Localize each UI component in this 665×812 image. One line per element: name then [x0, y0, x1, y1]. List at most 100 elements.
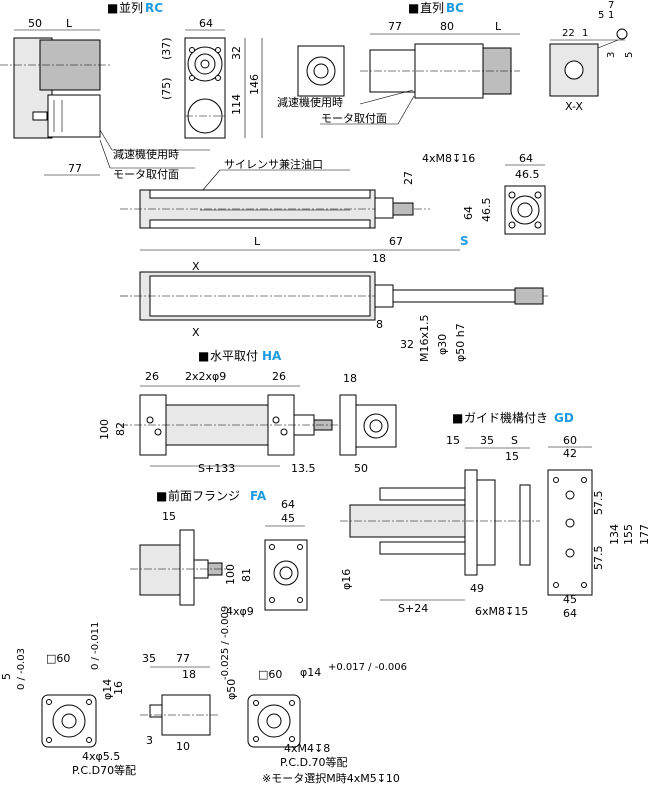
gd-dim-16: φ16: [340, 569, 353, 590]
gd-rod-upper: [379, 487, 466, 501]
gd-dim-57-5b: 57.5: [592, 546, 605, 571]
gd-front-view: [547, 469, 593, 596]
m3-dim-pcd: P.C.D.70等配: [280, 755, 348, 769]
ha-dim-holes: 2x2xφ9: [185, 370, 226, 383]
gd-dim-45: 45: [563, 593, 577, 606]
m2-dim-77: 77: [176, 652, 190, 665]
rc-dim-50: 50: [28, 17, 42, 30]
m3-dim-14: φ14: [300, 666, 321, 679]
m3-dim-tap: 4xM4↧8: [284, 742, 330, 755]
m2-dim-50: φ50: [225, 679, 238, 700]
xx-section: 7 5 1 22 1 3 5 X-X: [549, 0, 635, 113]
ha-dim-26a: 26: [145, 370, 159, 383]
fa-dim-holes: 4xφ9: [226, 605, 254, 618]
rc-dim-L: L: [66, 17, 73, 30]
gd-dim-35: 35: [480, 434, 494, 447]
fa-code: FA: [250, 489, 267, 503]
xx-dim-7: 7: [608, 0, 614, 11]
rc-dim-37: (37): [160, 37, 173, 60]
ha-dim-100: 100: [98, 419, 111, 440]
bc-note-motor-face: モータ取付面: [321, 112, 387, 125]
rc-note-reducer: 減速機使用時: [113, 147, 179, 161]
m1-dim-holes: 4xφ5.5: [82, 750, 120, 763]
main-dim-46-5a: 46.5: [515, 168, 540, 181]
fa-flange: [179, 529, 195, 606]
main-dim-64: 64: [519, 152, 533, 165]
rc-title: 並列: [119, 1, 143, 15]
gd-dim-15b: 15: [505, 450, 519, 463]
m2-dim-18: 18: [182, 668, 196, 681]
ha-code: HA: [262, 349, 282, 363]
gd-dim-177: 177: [638, 524, 651, 545]
main-cylinder-section: サイレンサ兼注油口 27 4xM8↧16 64 46.5 64 46.5 L 6…: [120, 152, 550, 362]
bc-dim-77: 77: [388, 20, 402, 33]
m3-dim-sq: □60: [258, 668, 282, 681]
m2-dim-tol2: -0.025 / -0.009: [220, 606, 231, 680]
gd-title: ガイド機構付き: [464, 410, 548, 425]
rc-dim-75: (75): [160, 77, 173, 100]
m1-dim-sq: □60: [46, 652, 70, 665]
rc-note-motor-face: モータ取付面: [113, 168, 179, 181]
bc-note-reducer: 減速機使用時: [277, 95, 343, 109]
rc-dim-114: 114: [230, 94, 243, 115]
gd-dim-60: 60: [563, 434, 577, 447]
bc-dim-L: L: [495, 20, 502, 33]
gd-dim-134: 134: [608, 524, 621, 545]
gd-dim-15a: 15: [446, 434, 460, 447]
rc-code: RC: [145, 1, 163, 15]
ha-dim-18: 18: [343, 372, 357, 385]
main-dim-L: L: [254, 235, 261, 248]
xx-dim-22: 22: [562, 28, 575, 39]
main-dim-m16: M16x1.5: [418, 315, 431, 363]
m2-dim-14: φ14: [101, 679, 114, 700]
xx-title: X-X: [565, 100, 583, 113]
m3-dim-tol: +0.017 / -0.006: [328, 662, 407, 673]
main-dim-tap: 4xM8↧16: [422, 152, 475, 165]
gd-code: GD: [554, 411, 574, 425]
ha-dim-26b: 26: [272, 370, 286, 383]
rc-dim-146: 146: [248, 74, 261, 95]
bc-dim-80: 80: [440, 20, 454, 33]
main-dim-50: φ50 h7: [454, 323, 467, 362]
rc-reducer: [47, 94, 101, 138]
ha-title: 水平取付: [210, 349, 258, 363]
ha-title-marker: ■: [198, 349, 209, 363]
main-dim-64b: 64: [462, 206, 475, 220]
ha-end-foot: [339, 394, 357, 456]
rc-dim-77: 77: [68, 162, 82, 175]
main-dim-67: 67: [389, 235, 403, 248]
fa-title: 前面フランジ: [168, 488, 240, 503]
m2-dim-3: 3: [146, 734, 153, 747]
xx-dim-1b: 1: [582, 28, 588, 39]
gd-dim-S: S: [511, 434, 518, 447]
main-dim-46-5b: 46.5: [480, 198, 493, 223]
m3-note-motor-m: ※モータ選択M時4xM5↧10: [262, 771, 400, 785]
fa-dim-45: 45: [281, 512, 295, 525]
gd-title-marker: ■: [452, 411, 463, 425]
gd-dim-64: 64: [563, 607, 577, 620]
gd-dim-42: 42: [563, 447, 577, 460]
m1-dim-5: 5: [0, 673, 13, 680]
rc-dim-32: 32: [230, 46, 243, 60]
ha-dim-50: 50: [354, 462, 368, 475]
m1-dim-tol: 0 / -0.03: [16, 648, 27, 690]
ha-dim-13-5: 13.5: [291, 462, 316, 475]
fa-cylinder: [139, 544, 181, 596]
fa-dim-81: 81: [240, 568, 253, 582]
rc-section: ■ 並列 RC 50 L 77 減速機使用時 モータ取付面 64 (37) (7: [0, 1, 263, 181]
bc-title-marker: ■: [408, 1, 419, 15]
m2-dim-10: 10: [176, 740, 190, 753]
m1-dim-pcd: P.C.D70等配: [72, 763, 136, 777]
xx-dim-5: 5: [598, 10, 604, 21]
rc-title-marker: ■: [107, 1, 118, 15]
main-dim-30: φ30: [436, 334, 449, 355]
main-dim-18: 18: [372, 252, 386, 265]
fa-section: ■ 前面フランジ FA 15 64 45 100 81 4xφ9: [130, 488, 308, 618]
gd-section: ■ ガイド機構付き GD 15 35 S 15 φ16 49 S+24 6xM8…: [340, 410, 651, 620]
gd-end-plate: [519, 484, 531, 566]
bc-section: ■ 直列 BC 77 80 L 減速機使用時 モータ取付面: [277, 1, 520, 125]
main-note-silencer: サイレンサ兼注油口: [224, 157, 323, 171]
xx-dim-3: 3: [606, 52, 617, 58]
main-dim-S: S: [460, 234, 469, 248]
